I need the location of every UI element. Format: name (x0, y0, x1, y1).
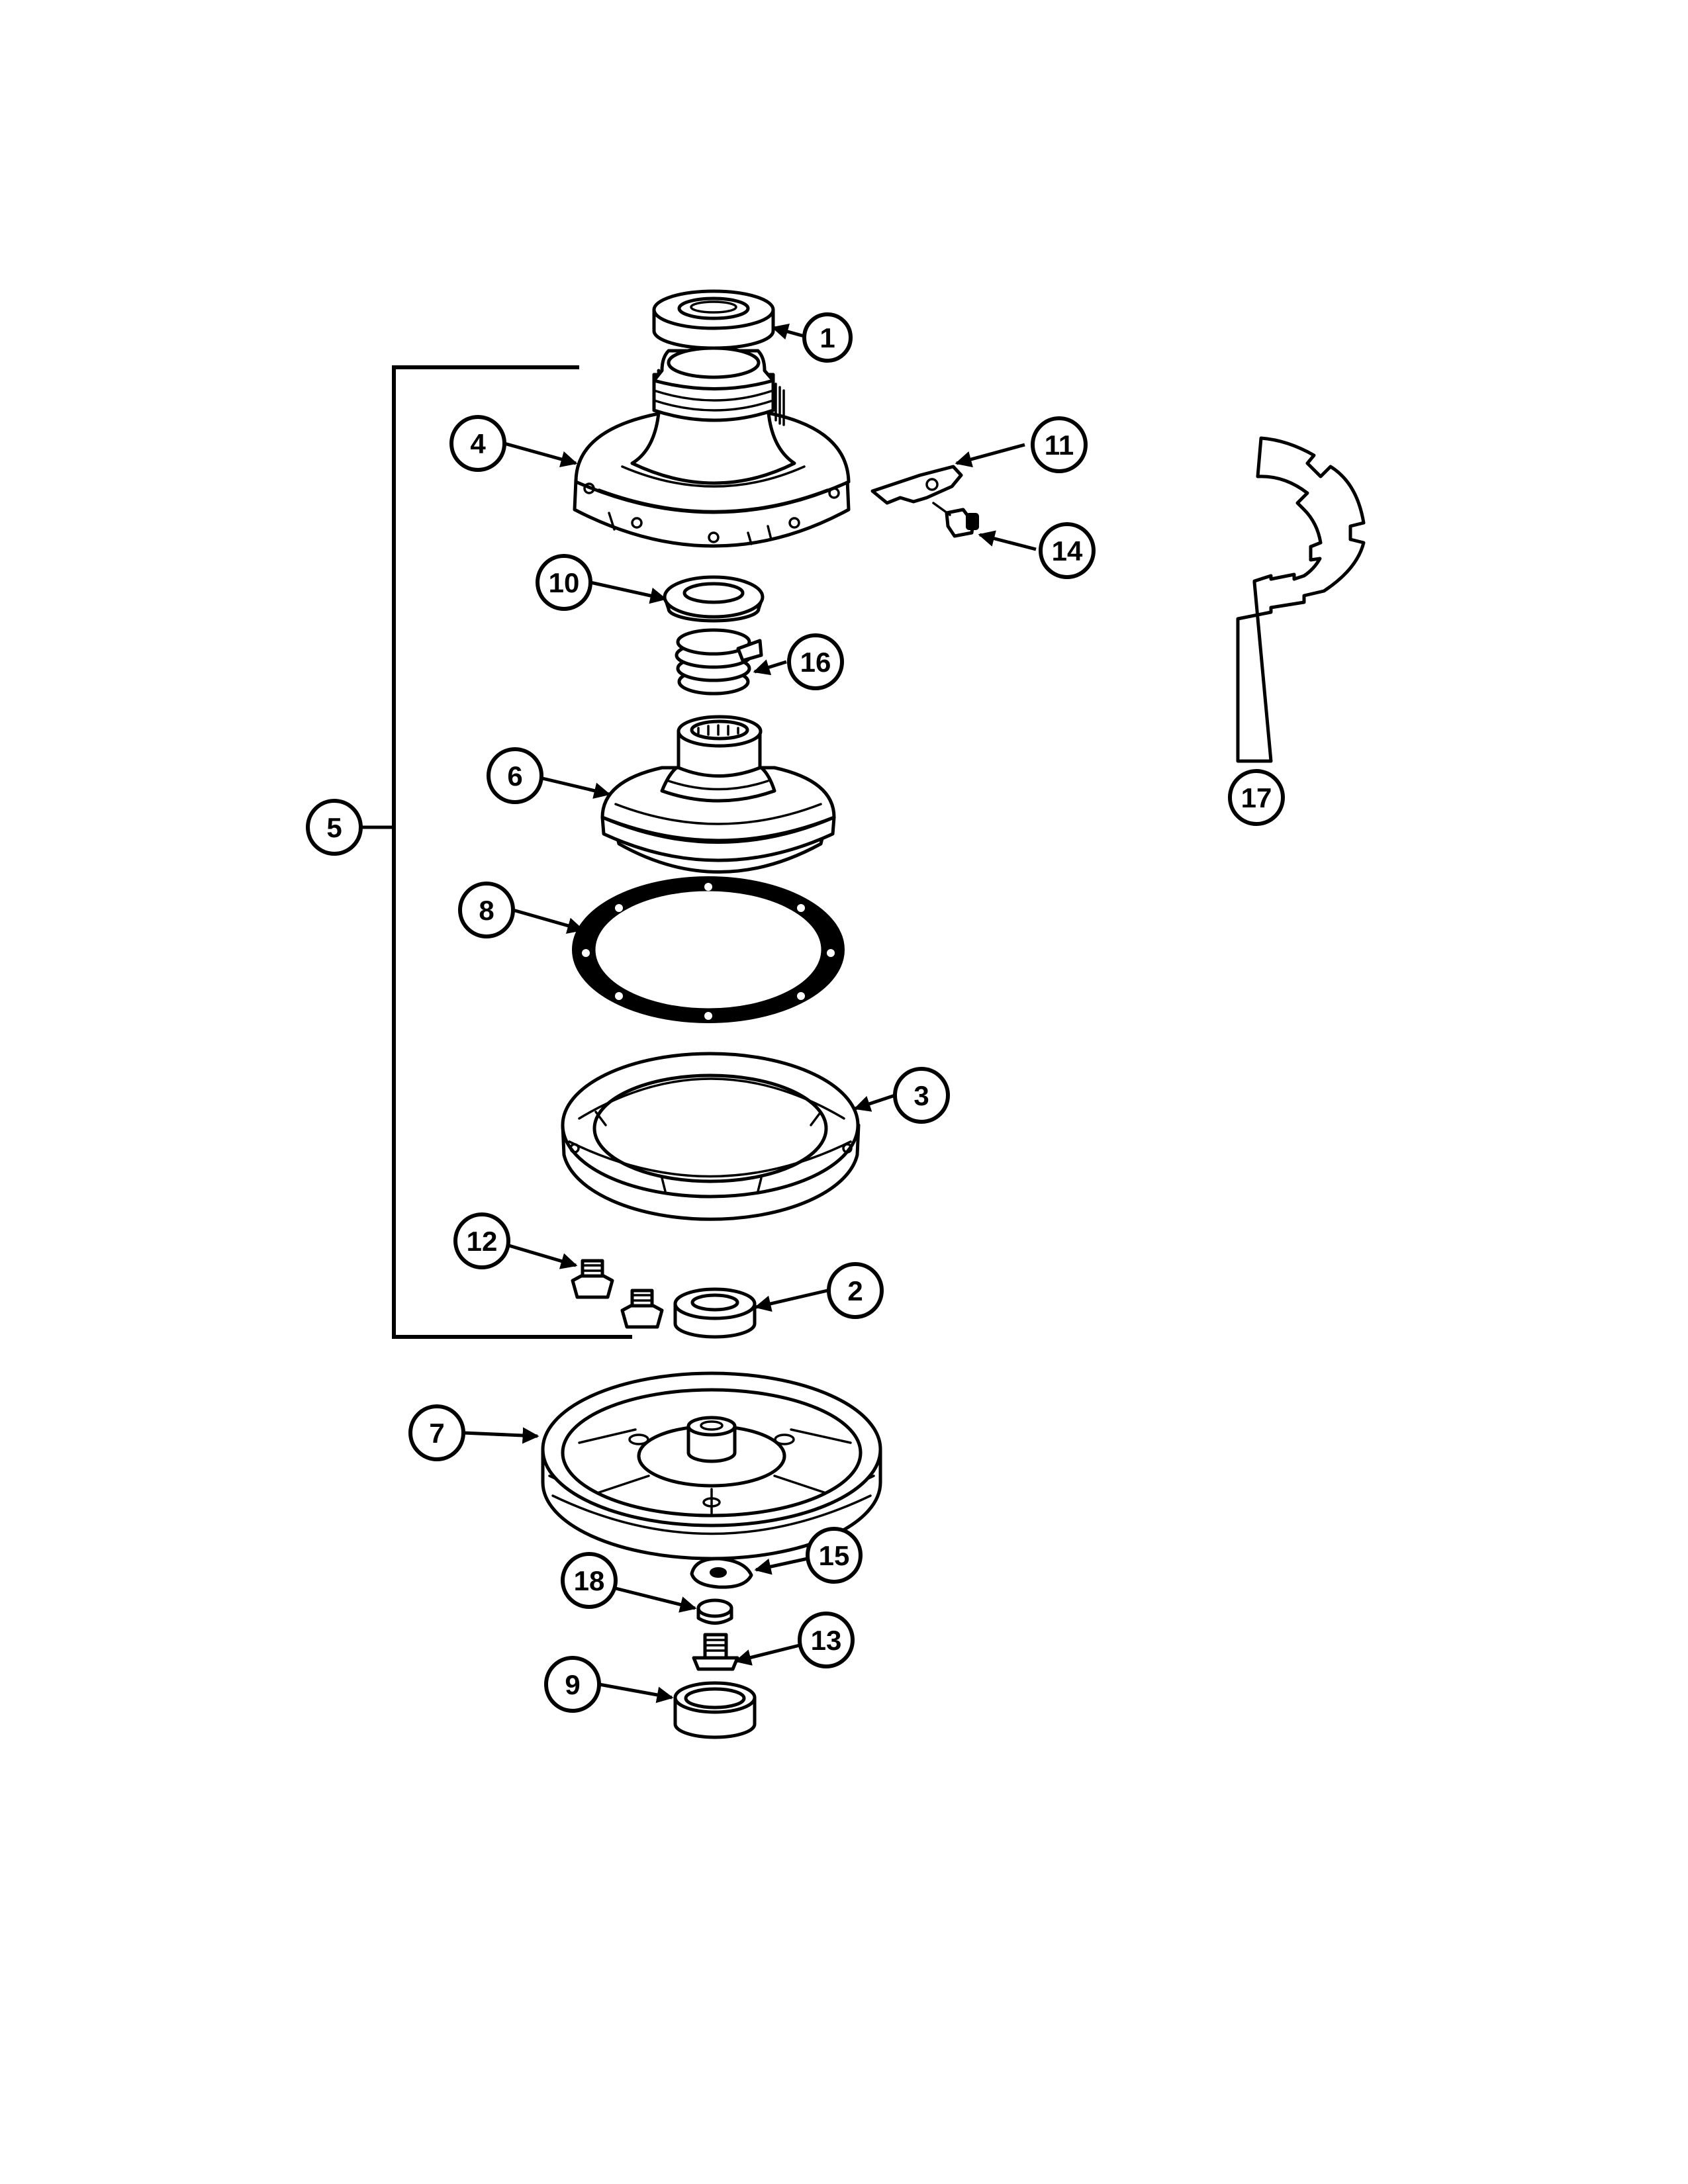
part-6-hub (600, 715, 836, 874)
callout-16: 16 (787, 633, 844, 690)
part-4-upper-housing (573, 346, 851, 548)
svg-text:6: 6 (507, 760, 522, 792)
svg-text:8: 8 (479, 895, 494, 926)
svg-text:3: 3 (914, 1080, 929, 1111)
callout-18: 18 (561, 1552, 618, 1609)
part-14-connector (932, 502, 979, 538)
callout-15: 15 (806, 1527, 863, 1584)
svg-text:14: 14 (1052, 535, 1083, 567)
callout-4: 4 (449, 415, 506, 472)
svg-text:18: 18 (574, 1565, 605, 1596)
callout-13: 13 (798, 1612, 855, 1668)
part-3-ring (561, 1052, 861, 1221)
part-7-pulley (541, 1371, 882, 1561)
svg-text:15: 15 (819, 1540, 850, 1571)
svg-text:11: 11 (1045, 430, 1074, 461)
assembly-5-bracket (392, 365, 632, 1339)
svg-text:13: 13 (811, 1625, 842, 1656)
svg-text:17: 17 (1241, 782, 1272, 813)
callout-1: 1 (802, 312, 853, 363)
svg-text:4: 4 (470, 428, 486, 459)
svg-text:12: 12 (467, 1226, 498, 1257)
svg-text:2: 2 (847, 1275, 863, 1306)
callout-11: 11 (1031, 416, 1088, 473)
part-8-gasket (572, 876, 845, 1023)
svg-text:10: 10 (549, 567, 580, 598)
callout-10: 10 (536, 554, 592, 611)
part-1-top-bearing (652, 289, 775, 350)
leader-lines (361, 323, 1037, 1704)
svg-text:16: 16 (800, 647, 831, 678)
callout-14: 14 (1039, 522, 1096, 579)
callout-7: 7 (408, 1404, 465, 1461)
part-2-lower-bearing (673, 1287, 757, 1339)
svg-text:1: 1 (820, 322, 835, 353)
part-13-screw (692, 1633, 739, 1671)
callout-9: 9 (544, 1656, 601, 1713)
svg-text:7: 7 (429, 1418, 444, 1449)
part-11-clip (870, 465, 963, 505)
part-15-washer (690, 1557, 753, 1589)
part-12-screws (571, 1259, 664, 1329)
callout-5: 5 (306, 799, 363, 856)
callout-6: 6 (487, 747, 543, 804)
callout-8: 8 (458, 882, 515, 938)
svg-text:9: 9 (565, 1669, 580, 1700)
part-16-spring (675, 628, 763, 696)
part-10-seal (663, 575, 765, 623)
part-9-bottom-bearing (673, 1681, 757, 1739)
callout-3: 3 (893, 1067, 950, 1124)
callout-17: 17 (1228, 769, 1285, 826)
part-18-cap (696, 1598, 733, 1625)
callout-2: 2 (827, 1262, 884, 1319)
callout-12: 12 (453, 1212, 510, 1269)
svg-text:5: 5 (326, 812, 342, 843)
part-17-spanner-wrench (1236, 436, 1366, 763)
